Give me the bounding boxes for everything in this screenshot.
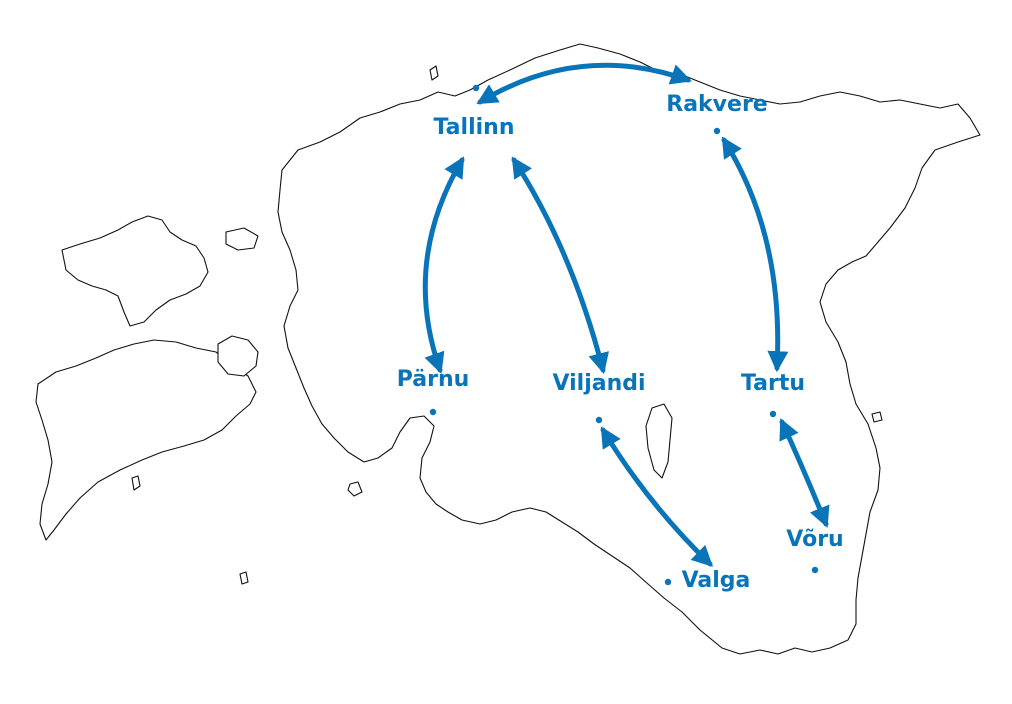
hiiumaa-island [61,215,209,327]
city-rakvere: Rakvere [666,92,768,135]
city-dot-tartu [769,410,777,418]
islet-west-2 [347,481,363,497]
city-valga: Valga [664,568,751,593]
vormsi-island [225,227,259,251]
city-dot-viljandi [595,416,603,424]
city-dot-tallinn [472,84,480,92]
city-voru: Võru [786,527,844,574]
city-dot-rakvere [713,127,721,135]
route-tartu-voru [779,418,830,528]
city-label-parnu: Pärnu [397,367,470,392]
city-dot-valga [664,578,672,586]
city-dot-parnu [429,408,437,416]
islet-west-3 [239,571,249,585]
city-tallinn: Tallinn [434,84,515,140]
saaremaa-island [35,339,257,541]
lake-east [871,411,883,423]
city-label-tallinn: Tallinn [434,115,515,140]
mainland-outline [277,43,981,655]
islet-west-1 [131,475,141,491]
small-island-north [429,65,439,81]
route-tallinn-viljandi [511,156,609,375]
routes-layer [422,62,830,567]
city-label-tartu: Tartu [741,371,805,396]
route-tallinn-rakvere [476,62,692,105]
route-viljandi-valga [600,426,714,567]
city-label-voru: Võru [786,527,843,552]
route-rakvere-tartu [721,136,789,373]
city-label-viljandi: Viljandi [552,371,645,396]
city-label-valga: Valga [682,568,751,593]
route-tallinn-parnu [422,156,465,374]
city-dot-voru [811,566,819,574]
city-label-rakvere: Rakvere [666,92,767,117]
city-viljandi: Viljandi [552,371,646,424]
muhu-island [217,335,259,377]
city-tartu: Tartu [741,371,805,418]
city-parnu: Pärnu [397,367,470,416]
